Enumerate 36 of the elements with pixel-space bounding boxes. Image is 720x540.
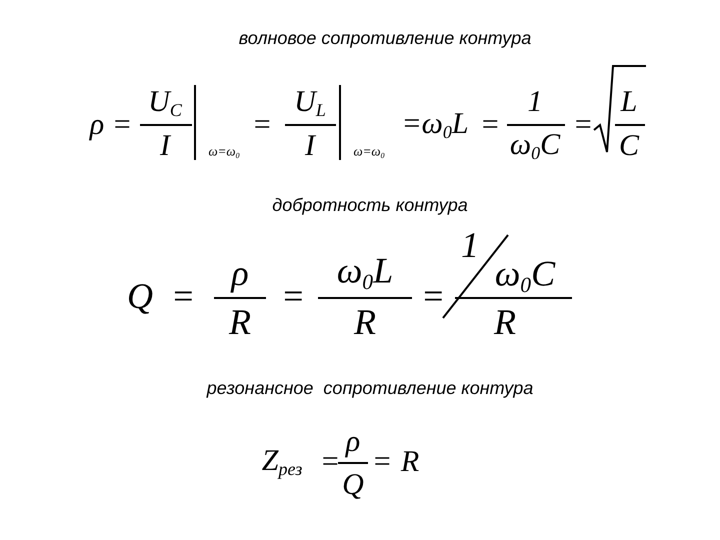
math-term: = (572, 110, 594, 140)
math-term: ω$_{0}$L (336, 252, 394, 294)
math-term: = (420, 278, 446, 314)
math-term: C (619, 131, 639, 161)
math-term: R (400, 447, 420, 477)
math-term: R (494, 304, 516, 340)
math-term: ρ (346, 427, 360, 457)
math-term: U$_{C}$ (148, 86, 182, 120)
math-term: L (620, 87, 638, 117)
math-term: = (320, 447, 340, 477)
math-term: ω$_{0}$C (494, 255, 556, 297)
math-term: 1 (461, 227, 479, 263)
math-term: ρ (231, 255, 249, 291)
math-term: R (229, 304, 251, 340)
math-term: R (354, 304, 376, 340)
math-term: = (280, 278, 306, 314)
math-term: = (112, 110, 132, 140)
math-term: ω=ω$_{0}$ (208, 144, 240, 160)
math-term: I (160, 131, 170, 161)
math-term: I (305, 131, 315, 161)
math-term: Q (127, 278, 153, 314)
math-term: ρ (90, 110, 104, 140)
math-term: ω$_{0}$C (510, 130, 560, 162)
section-heading: волновое сопротивление контура (238, 29, 532, 47)
math-term: = (480, 110, 500, 140)
math-term: 1 (528, 87, 542, 117)
math-term: = (170, 278, 196, 314)
math-term: =ω$_{0}$L (401, 108, 469, 142)
section-heading: добротность контура (272, 196, 468, 214)
math-term: ω=ω$_{0}$ (353, 144, 385, 160)
math-term: = (372, 447, 392, 477)
math-term: = (252, 110, 272, 140)
math-term: U$_{L}$ (294, 86, 326, 120)
section-heading: резонансное сопротивление контура (206, 379, 534, 397)
math-term: Z$_{рез}$ (262, 446, 302, 478)
math-term: Q (342, 470, 364, 500)
